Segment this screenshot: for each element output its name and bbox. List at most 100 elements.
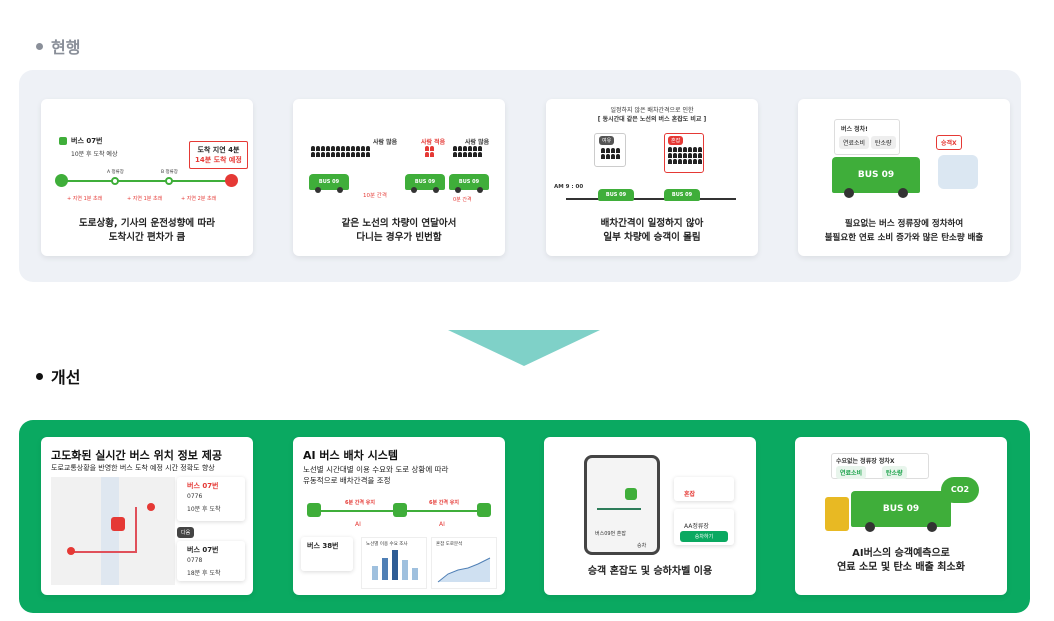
crowd-label: 혼잡 xyxy=(684,491,696,498)
time-label: AM 9 : 00 xyxy=(554,184,584,190)
eta-text: 10분 후 도착 예상 xyxy=(71,151,118,158)
gap-label-1: 10분 간격 xyxy=(363,193,387,199)
carbon-tag: 탄소량 xyxy=(871,136,896,149)
ride-label: 승차 xyxy=(637,543,647,549)
coin-stack-icon xyxy=(825,497,849,531)
start-marker-icon xyxy=(67,547,75,555)
stop-notice: 수요없는 정류장 정차X 연료소비 탄소량 xyxy=(831,453,929,479)
card-caption: AI버스의 승객예측으로 연료 소모 및 탄소 배출 최소화 xyxy=(795,547,1007,575)
caption-line-1: AI버스의 승객예측으로 xyxy=(852,548,950,559)
card-subtitle-1: 노선별 시간대별 이용 수요와 도로 상황에 따라 xyxy=(303,465,449,474)
bar xyxy=(392,550,398,580)
card-subtitle-2: 유동적으로 배차간격을 조정 xyxy=(303,476,391,485)
fuel-tag: 연료소비 xyxy=(839,136,870,149)
stop-node-b xyxy=(165,177,173,185)
stop-node-a xyxy=(111,177,119,185)
stop-label: AA정류장 xyxy=(684,523,709,530)
phone-mockup: 버스09번 혼잡 승차 xyxy=(584,455,660,555)
gap-label-2: 0분 간격 xyxy=(453,197,472,203)
card-realtime-location: 고도화된 실시간 버스 위치 정보 제공 도로교통상황을 반영한 버스 도착 예… xyxy=(41,437,253,595)
card-title: AI 버스 배차 시스템 xyxy=(303,449,398,462)
route-line xyxy=(566,198,736,200)
route-line xyxy=(71,551,135,553)
bar xyxy=(372,566,378,580)
bus-info-card: 버스 38번 xyxy=(301,537,353,571)
header-line-2: [ 동시간대 같은 노선의 버스 혼잡도 비교 ] xyxy=(597,116,707,123)
section-title-current: 현행 xyxy=(36,34,80,58)
caption-line-2: 다니는 경우가 빈번함 xyxy=(356,232,442,243)
waiting-label-2: 사람 적음 xyxy=(421,139,446,146)
bus-label: 버스 38번 xyxy=(307,542,339,550)
bus-icon xyxy=(307,503,321,517)
crowd-tag: 혼잡 xyxy=(668,136,684,145)
section-title-improve: 개선 xyxy=(36,364,80,388)
chart-title: 혼잡 도로분석 xyxy=(436,542,463,547)
caption-line-2: 연료 소모 및 탄소 배출 최소화 xyxy=(837,562,965,573)
card-arrival-deviation: 버스 07번 10분 후 도착 예상 도착 지연 4분 14분 도착 예정 A … xyxy=(41,99,253,256)
bus-icon: BUS 09 xyxy=(851,491,951,532)
chart-title: 노선별 이용 수요 조사 xyxy=(366,542,408,547)
bus-icon: BUS 09 xyxy=(664,189,700,201)
card-crowd-bell: 버스09번 혼잡 승차 혼잡 AA정류장 승차하기 승객 혼잡도 및 승하차벨 … xyxy=(544,437,756,595)
header-line-1: 일정하지 않은 배차간격으로 인한 xyxy=(610,107,694,114)
arrival-card-2: 버스 07번 0778 18분 후 도착 xyxy=(177,541,245,581)
delay-tag-3: + 지연 2분 초래 xyxy=(181,196,217,202)
bus-icon: BUS 09 xyxy=(405,174,445,193)
bullet-icon xyxy=(36,372,43,380)
bus-icon xyxy=(393,503,407,517)
section-label: 현행 xyxy=(51,38,81,57)
delay-tag-1: + 지연 1분 초래 xyxy=(67,196,103,202)
fuel-tag: 연료소비 xyxy=(836,466,867,479)
caption-line-2: 도착시간 편차가 큼 xyxy=(108,232,186,243)
end-person-icon xyxy=(225,174,238,187)
bus-code: 0778 xyxy=(187,557,203,564)
section-label: 개선 xyxy=(51,368,81,387)
bus-eta: 10분 후 도착 xyxy=(187,506,221,513)
card-unneeded-stop: 버스 정차! 연료소비 탄소량 승객X BUS 09 필요없는 버스 정류장에 … xyxy=(798,99,1010,256)
river xyxy=(101,477,119,585)
route-line xyxy=(63,180,233,182)
delay-line-1: 도착 지연 4분 xyxy=(197,146,240,154)
crowd-icon-3 xyxy=(453,146,482,157)
bus-icon xyxy=(477,503,491,517)
stop-label-a: A 정류장 xyxy=(107,170,124,175)
delay-line-2: 14분 도착 예정 xyxy=(195,156,242,164)
bar xyxy=(382,558,388,580)
caption-line-1: 배차간격이 일정하지 않아 xyxy=(600,218,704,229)
caption-line-1: 도로상황, 기사의 운전성향에 따라 xyxy=(79,218,215,229)
card-caption: 필요없는 버스 정류장에 정차하여 불필요한 연료 소비 증가와 많은 탄소량 … xyxy=(798,217,1010,245)
stop-title: 수요없는 정류장 정차X xyxy=(836,458,895,465)
card-ai-dispatch: AI 버스 배차 시스템 노선별 시간대별 이용 수요와 도로 상황에 따라 유… xyxy=(293,437,505,595)
people-icon xyxy=(668,147,702,164)
card-caption: 도로상황, 기사의 운전성향에 따라 도착시간 편차가 큼 xyxy=(41,217,253,245)
card-caption: 배차간격이 일정하지 않아 일부 차량에 승객이 몰림 xyxy=(546,217,758,245)
waiting-label-1: 사람 많음 xyxy=(373,139,398,146)
bus-icon xyxy=(59,137,67,145)
stop-card: AA정류장 승차하기 xyxy=(674,509,734,545)
delay-tag-2: + 지연 1분 초래 xyxy=(127,196,163,202)
calm-bubble: 여유 xyxy=(594,133,626,167)
ghost-passengers-icon xyxy=(938,155,978,189)
bus-icon: BUS 09 xyxy=(598,189,634,201)
calm-tag: 여유 xyxy=(599,136,615,145)
crowd-status-card: 혼잡 xyxy=(674,477,734,501)
board-button[interactable]: 승차하기 xyxy=(680,531,728,542)
card-crowding-compare: 일정하지 않은 배차간격으로 인한 [ 동시간대 같은 노선의 버스 혼잡도 비… xyxy=(546,99,758,256)
crowd-bubble: 혼잡 xyxy=(664,133,704,173)
caption-line-2: 일부 차량에 승객이 몰림 xyxy=(603,232,701,243)
next-tag: 다음 xyxy=(177,527,195,538)
caption-line-1: 같은 노선의 차량이 연달아서 xyxy=(341,218,457,229)
carbon-tag: 탄소량 xyxy=(882,466,907,479)
waiting-label-3: 사람 많음 xyxy=(465,139,490,146)
gap-label-2: 6분 간격 유지 xyxy=(429,500,459,506)
bus-icon: BUS 09 xyxy=(449,174,489,193)
crowd-icon-2 xyxy=(425,146,434,157)
arrival-card-1: 버스 07번 0776 10분 후 도착 xyxy=(177,477,245,521)
stop-title: 버스 정차! xyxy=(841,126,868,133)
card-caption: 승객 혼잡도 및 승하차벨 이용 xyxy=(587,566,713,577)
crowd-icon-1 xyxy=(311,146,370,157)
bus-label: 버스 07번 xyxy=(71,137,103,145)
bus-code: 0776 xyxy=(187,493,203,500)
caption-line-2: 불필요한 연료 소비 증가와 많은 탄소량 배출 xyxy=(824,233,984,243)
